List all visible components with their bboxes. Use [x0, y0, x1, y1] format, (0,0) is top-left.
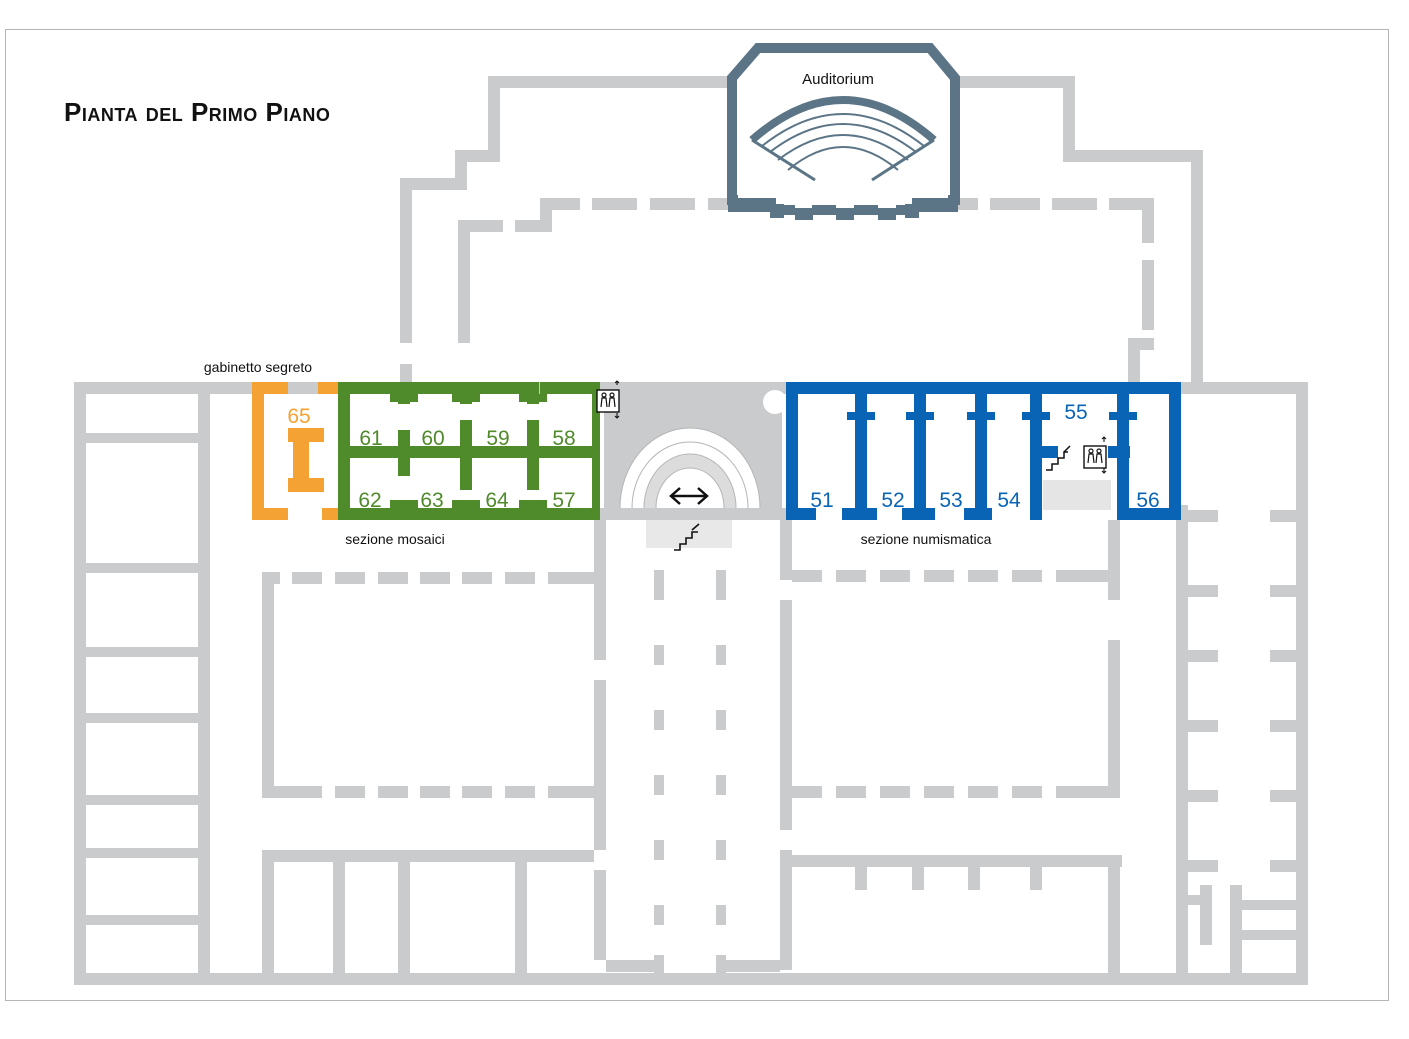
sezione-mosaici-label: sezione mosaici: [345, 531, 445, 547]
room-65[interactable]: 65: [287, 405, 310, 428]
page-title: Pianta del Primo Piano: [64, 97, 331, 127]
room-60[interactable]: 60: [421, 427, 444, 450]
gabinetto-segreto-label: gabinetto segreto: [204, 359, 312, 375]
auditorium: [727, 43, 960, 215]
room-63[interactable]: 63: [420, 489, 443, 512]
atrium: [604, 390, 787, 548]
numismatica-room-numbers: 51 52 53 54 55 56: [810, 401, 1159, 512]
stairs-icon: [1046, 445, 1071, 471]
map-frame: [5, 29, 1389, 1001]
room-52[interactable]: 52: [881, 489, 904, 512]
room-54[interactable]: 54: [997, 489, 1021, 512]
room-55[interactable]: 55: [1064, 401, 1087, 424]
room-62[interactable]: 62: [358, 489, 381, 512]
mosaici-room-numbers: 61 60 59 58 62 63 64 57: [358, 427, 575, 512]
room-56[interactable]: 56: [1136, 489, 1159, 512]
numismatica-walls: [786, 382, 1181, 520]
gabinetto-segreto-walls: [252, 382, 340, 520]
sezione-numismatica-label: sezione numismatica: [861, 531, 992, 547]
room-58[interactable]: 58: [552, 427, 575, 450]
stairs-icon: [674, 523, 700, 551]
mosaici-walls: [338, 382, 600, 520]
room-64[interactable]: 64: [485, 489, 509, 512]
auditorium-seating: [749, 96, 937, 182]
elevator-icon: [596, 380, 620, 419]
room-61[interactable]: 61: [359, 427, 382, 450]
room-53[interactable]: 53: [939, 489, 962, 512]
auditorium-lower-wall: [728, 198, 958, 220]
elevator-icon: [1083, 436, 1107, 474]
double-arrow-icon: [669, 487, 709, 505]
room-51[interactable]: 51: [810, 489, 833, 512]
room-57[interactable]: 57: [552, 489, 575, 512]
room-59[interactable]: 59: [486, 427, 509, 450]
auditorium-label: Auditorium: [802, 71, 874, 88]
